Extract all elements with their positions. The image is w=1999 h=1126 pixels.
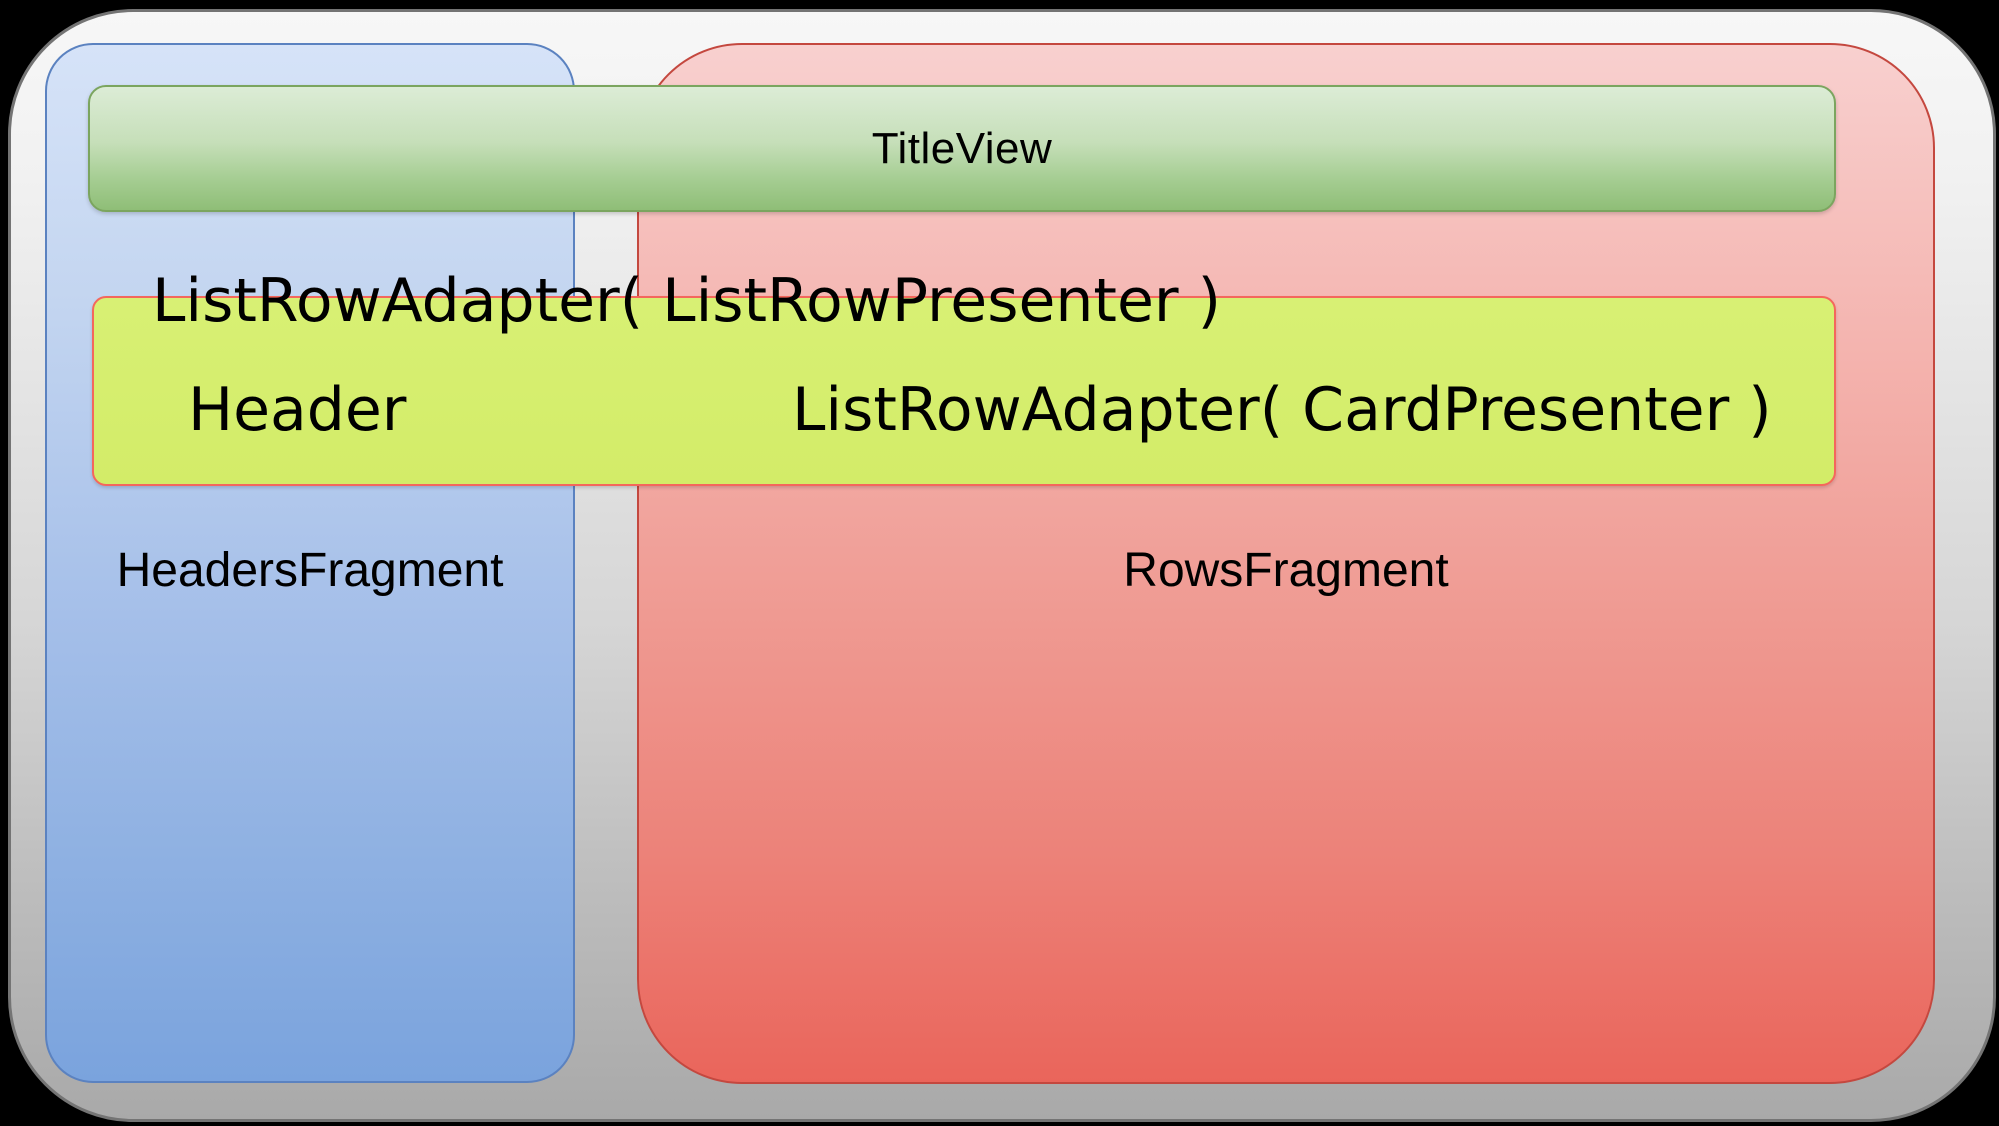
list-row-adapter-presenter-text: ListRowAdapter( ListRowPresenter ) xyxy=(152,266,1222,336)
title-view-bar: TitleView xyxy=(88,85,1836,212)
card-adapter-label: ListRowAdapter( CardPresenter ) xyxy=(792,375,1772,445)
rows-fragment-panel xyxy=(637,43,1935,1084)
title-view-label: TitleView xyxy=(871,123,1053,173)
headers-fragment-panel xyxy=(45,43,575,1083)
rows-fragment-label: RowsFragment xyxy=(1123,544,1449,597)
list-row-bar xyxy=(92,296,1836,486)
headers-fragment-label: HeadersFragment xyxy=(116,544,504,597)
header-cell-label: Header xyxy=(188,375,407,445)
